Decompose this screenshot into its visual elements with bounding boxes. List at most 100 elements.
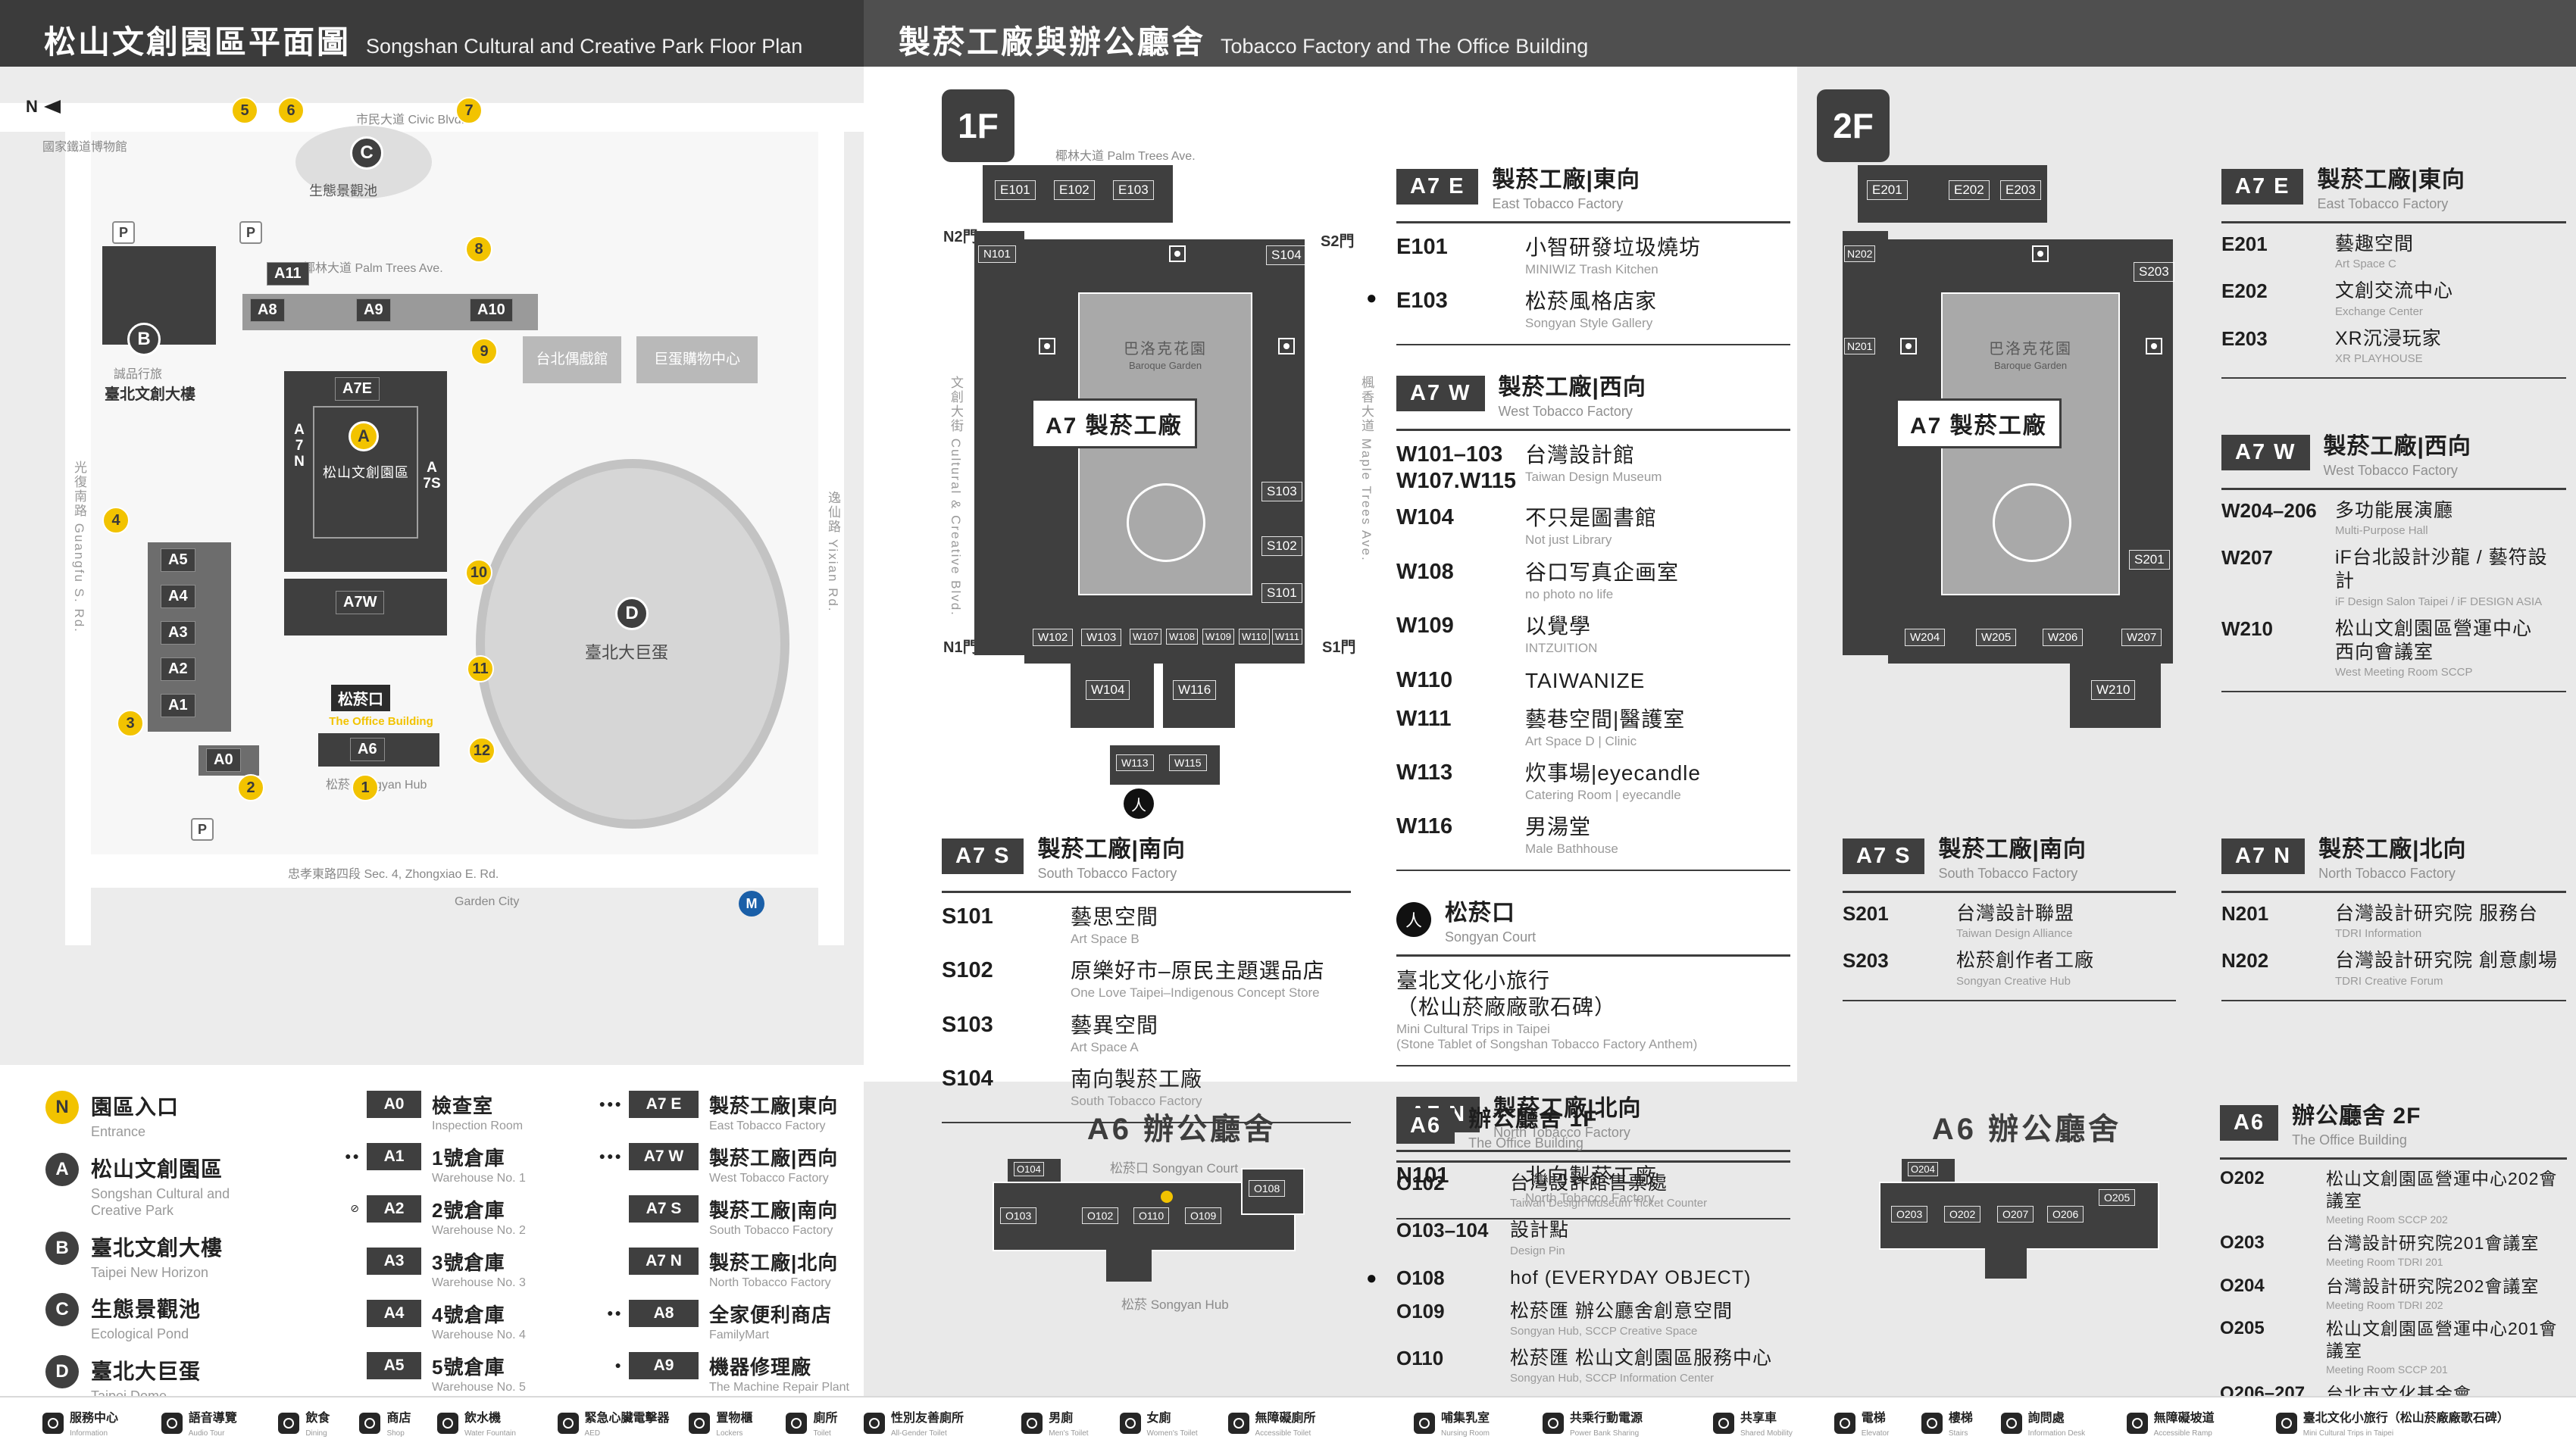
building-chip: A5 (367, 1352, 421, 1379)
facility-legend-item: 飲食Dining (278, 1407, 345, 1439)
building-chip: A7 E (629, 1091, 699, 1118)
facility-legend-right: 哺集乳室Nursing Room 共乘行動電源Power Bank Sharin… (1414, 1407, 2576, 1439)
facility-legend-item: 共乘行動電源Power Bank Sharing (1543, 1407, 1699, 1439)
facility-icon (1921, 1413, 1943, 1434)
room-row: W110 TAIWANIZE (1396, 667, 1646, 692)
building-chip: A7 S (629, 1195, 699, 1223)
map-chip-a7s: A7S (423, 460, 441, 492)
plan2-east-wing (1858, 165, 2047, 223)
a7e-badge: A7 E (1396, 168, 1479, 205)
facility-legend-item: 飲水機Water Fountain (436, 1407, 544, 1439)
entrance-12: 12 (468, 737, 496, 764)
facility-icon (863, 1413, 885, 1434)
entrance-10: 10 (465, 559, 492, 586)
plan-room: W108 (1166, 629, 1198, 645)
plan-room: O103 (1000, 1207, 1037, 1224)
road-guangfu (65, 103, 91, 945)
map-chip-a7n: A7N (294, 422, 305, 470)
legend-row: ●● A1 1號倉庫 Warehouse No. 1 (308, 1143, 550, 1187)
plan-room: W210 (2091, 680, 2136, 700)
label-garden-city: Garden City (455, 895, 520, 908)
entrance-6: 6 (277, 97, 305, 124)
plan-room: S203 (2134, 262, 2174, 282)
building-chip: A3 (367, 1248, 421, 1275)
label-palm-ave: 椰林大道 Palm Trees Ave. (303, 262, 443, 275)
a6-main-block (1879, 1182, 2159, 1250)
label-pond: 生態景觀池 (309, 183, 377, 198)
building-chip: A7 N (629, 1248, 699, 1275)
plan-room: E203 (2000, 180, 2041, 200)
plan-room: W206 (2043, 629, 2084, 646)
parking-icon: P (112, 221, 135, 244)
left-panel-header: 松山文創園區平面圖 Songshan Cultural and Creative… (0, 0, 864, 67)
area-a-badge: A (45, 1152, 79, 1186)
facility-icon (786, 1413, 808, 1434)
plan1-street-right: 楓香大道 Maple Trees Ave. (1359, 376, 1374, 562)
restroom-icon (1169, 245, 1186, 262)
map-chip-a2: A2 (161, 657, 195, 681)
compass-n: N (26, 97, 38, 116)
legend-row-icons (308, 1300, 367, 1307)
fountain (1993, 483, 2071, 562)
entrance-5: 5 (231, 97, 258, 124)
map-chip-a4: A4 (161, 585, 195, 608)
plan-room: O207 (1997, 1206, 2034, 1223)
plan1-a7-label: A7 製菸工廠 (1031, 398, 1197, 448)
floor1-plan: 椰林大道 Palm Trees Ave. 文創大街 Cultural & Cre… (942, 148, 1381, 819)
facility-legend-item: 哺集乳室Nursing Room (1414, 1407, 1529, 1439)
facility-legend-item: 置物櫃Lockers (689, 1407, 772, 1439)
label-zhongxiao-rd: 忠孝東路四段 Sec. 4, Zhongxiao E. Rd. (288, 868, 499, 881)
legend-row-icons: ⊘ (350, 1202, 361, 1214)
area-d-badge: D (45, 1354, 79, 1388)
plan1-w116-block (1163, 664, 1235, 728)
facility-legend-item: 廁所Toilet (786, 1407, 850, 1439)
facility-icon (1227, 1413, 1249, 1434)
restroom-icon (2032, 245, 2049, 262)
facility-icon (1119, 1413, 1141, 1434)
plan-room: W204 (1905, 629, 1946, 646)
right-title-en: Tobacco Factory and The Office Building (1221, 35, 1589, 58)
facility-legend-item: 性別友善廁所All-Gender Toilet (863, 1407, 1008, 1439)
a6-block (1008, 1159, 1061, 1183)
compass-arrow-icon (43, 100, 61, 114)
entrance-7: 7 (455, 97, 483, 124)
facility-icon (1021, 1413, 1043, 1434)
a7w-badge: A7 W (2221, 435, 2310, 471)
a6-badge: A6 (2220, 1104, 2279, 1141)
a6-block (1985, 1248, 2027, 1279)
plan1-street-left: 文創大街 Cultural & Creative Blvd. (949, 376, 963, 617)
legend-row: ●●● A7 E 製菸工廠|東向 East Tobacco Factory (570, 1091, 896, 1135)
entrance-9: 9 (470, 338, 498, 365)
a6-1f-plan: A6 辦公廳舍 松菸口 Songyan Court O104 O103 O102… (970, 1092, 1394, 1388)
building-puppetry: 台北偶戲館 (523, 336, 621, 383)
map-chip-a3: A3 (161, 621, 195, 645)
a6-badge: A6 (1396, 1107, 1455, 1144)
facility-legend-item: 緊急心臟電擊器AED (557, 1407, 676, 1439)
map-chip-a7w: A7W (336, 591, 385, 614)
plan-room: E202 (1949, 180, 1990, 200)
legend-row: ●●● A7 W 製菸工廠|西向 West Tobacco Factory (570, 1143, 896, 1187)
label-civic-blvd: 市民大道 Civic Blvd. (356, 114, 465, 126)
building-chip: A2 (367, 1195, 421, 1223)
a7e-badge: A7 E (2221, 168, 2304, 205)
building-dome-mall: 巨蛋購物中心 (636, 336, 758, 383)
legend-row-icons: ●● (607, 1307, 623, 1319)
gate-n1: N1門 (943, 639, 978, 656)
restroom-icon (2146, 338, 2162, 354)
facility-legend-item: 男廁Men's Toilet (1021, 1407, 1105, 1439)
